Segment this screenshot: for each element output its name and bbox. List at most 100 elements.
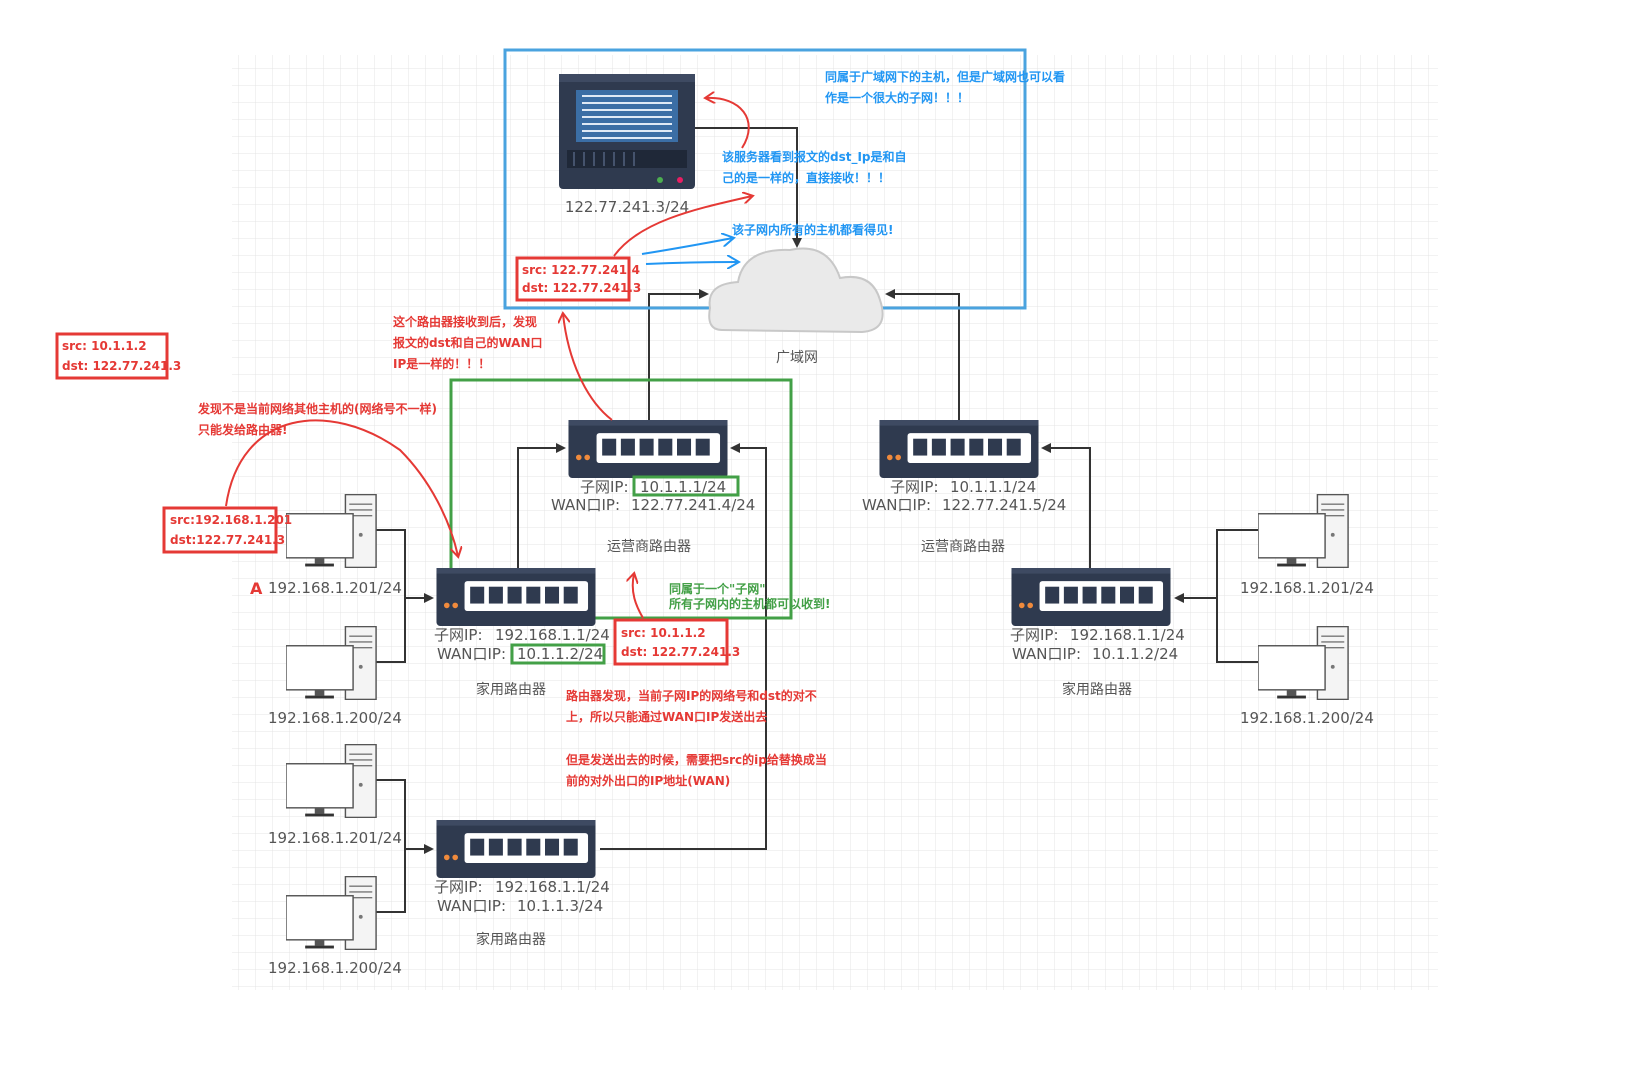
packet-floating-src: src: 10.1.1.2 [62, 339, 147, 353]
home-router-1: 子网IP: 192.168.1.1/24 WAN口IP: 10.1.1.2/24… [434, 568, 610, 698]
isp-left-subnet-highlight [632, 475, 740, 497]
home2-subnet-label: 子网IP: [434, 878, 483, 896]
home3-wan-label: WAN口IP: [1012, 645, 1081, 663]
server: 122.77.241.3/24 [559, 74, 695, 216]
home-router-2: 子网IP: 192.168.1.1/24 WAN口IP: 10.1.1.3/24… [434, 820, 610, 948]
isp-router-right: 子网IP: 10.1.1.1/24 WAN口IP: 122.77.241.5/2… [862, 420, 1066, 555]
link-home2-isp-left [600, 443, 767, 850]
blue-arrow-2 [645, 262, 738, 264]
packet-floating-dst: dst: 122.77.241.3 [62, 359, 181, 373]
host-1-ip: 192.168.1.201/24 [268, 579, 402, 597]
annotation-subnet-visible: 该子网内所有的主机都看得见! [732, 222, 893, 237]
host-5-ip: 192.168.1.201/24 [1240, 579, 1374, 597]
home3-wan-ip: 10.1.1.2/24 [1092, 645, 1178, 663]
isp-right-wan-ip: 122.77.241.5/24 [942, 496, 1066, 514]
packet-after-nat-src: src: 10.1.1.2 [621, 626, 706, 640]
wan-cloud-label: 广域网 [776, 350, 818, 366]
home3-subnet-label: 子网IP: [1010, 626, 1059, 644]
server-ip: 122.77.241.3/24 [565, 198, 689, 216]
isp-right-caption: 运营商路由器 [921, 539, 1005, 555]
red-arrow-host-to-router [225, 419, 458, 556]
red-arrow-nat-to-isp [633, 574, 644, 619]
isp-right-subnet-ip: 10.1.1.1/24 [950, 478, 1036, 496]
isp-router-left-icon [568, 420, 728, 478]
isp-left-wan-label: WAN口IP: [551, 496, 620, 514]
packet-after-nat: src: 10.1.1.2 dst: 122.77.241.3 [613, 618, 740, 666]
annotation-nat-3: 但是发送出去的时候，需要把src的ip给替换成当 [565, 752, 827, 767]
annotation-server-2: 己的是一样的，直接接收！！！ [722, 170, 890, 185]
home2-caption: 家用路由器 [476, 931, 546, 948]
home1-wan-label: WAN口IP: [437, 645, 506, 663]
annotation-nat-2: 上，所以只能通过WAN口IP发送出去 [566, 709, 767, 724]
annotation-wan-1: 同属于广域网下的主机，但是广域网也可以看 [825, 69, 1065, 84]
home1-caption: 家用路由器 [476, 681, 546, 698]
isp-subnet-box [449, 378, 793, 620]
red-arrow-wan-pkt-to-server [613, 196, 752, 257]
isp-right-subnet-label: 子网IP: [890, 478, 939, 496]
link-isp-left-cloud [648, 289, 709, 420]
blue-arrow-1 [641, 238, 733, 255]
packet-origin: src:192.168.1.201 dst:122.77.241.3 [162, 506, 292, 554]
isp-left-subnet-label: 子网IP: [580, 478, 629, 496]
link-hosts-home3 [1176, 529, 1258, 663]
annotation-router-1: 这个路由器接收到后，发现 [393, 314, 537, 329]
hosts: A 192.168.1.201/24 192.168.1.200/24 192.… [250, 494, 1374, 977]
packet-wan: src: 122.77.241.4 dst: 122.77.241.3 [515, 256, 641, 302]
home-router-2-icon [436, 820, 596, 878]
annotation-green-1: 同属于一个"子网" [669, 581, 766, 596]
link-hosts-home2 [376, 779, 432, 913]
red-arrow-server-receive [706, 98, 750, 149]
home2-subnet-ip: 192.168.1.1/24 [495, 878, 610, 896]
links [376, 127, 1258, 913]
home1-subnet-ip: 192.168.1.1/24 [495, 626, 610, 644]
link-home3-isp-right [1041, 443, 1091, 568]
link-home1-isp-left [517, 443, 566, 568]
home1-subnet-label: 子网IP: [434, 626, 483, 644]
packet-after-nat-dst: dst: 122.77.241.3 [621, 645, 740, 659]
annotation-green-2: 所有子网内的主机都可以收到! [669, 596, 830, 611]
host-6-ip: 192.168.1.200/24 [1240, 709, 1374, 727]
packet-origin-src: src:192.168.1.201 [170, 513, 292, 527]
home3-caption: 家用路由器 [1062, 681, 1132, 698]
host-2-ip: 192.168.1.200/24 [268, 709, 402, 727]
host-3-ip: 192.168.1.201/24 [268, 829, 402, 847]
home3-subnet-ip: 192.168.1.1/24 [1070, 626, 1185, 644]
annotation-router-2: 报文的dst和自己的WAN口 [393, 335, 543, 350]
isp-left-caption: 运营商路由器 [607, 539, 691, 555]
link-server-cloud [695, 127, 802, 248]
isp-router-right-icon [879, 420, 1039, 478]
annotation-router-3: IP是一样的！！！ [393, 356, 490, 371]
home-router-3: 子网IP: 192.168.1.1/24 WAN口IP: 10.1.1.2/24… [1010, 568, 1185, 698]
annotation-wan-2: 作是一个很大的子网！！！ [825, 90, 969, 105]
annotation-host-1: 发现不是当前网络其他主机的(网络号不一样) [197, 401, 437, 416]
home1-wan-highlight [510, 643, 606, 665]
link-hosts-home1 [376, 529, 432, 663]
isp-router-left: 子网IP: 10.1.1.1/24 WAN口IP: 122.77.241.4/2… [551, 420, 755, 555]
cloud-icon [708, 247, 884, 334]
packet-wan-dst: dst: 122.77.241.3 [522, 281, 641, 295]
annotation-nat-4: 前的对外出口的IP地址(WAN) [566, 773, 730, 788]
packet-floating: src: 10.1.1.2 dst: 122.77.241.3 [55, 332, 181, 380]
red-flow-arrows [225, 98, 752, 619]
marker-a: A [250, 579, 263, 598]
wan-cloud: 广域网 [708, 247, 884, 366]
grid-background [232, 55, 1438, 990]
annotation-nat-1: 路由器发现，当前子网IP的网络号和dst的对不 [566, 688, 817, 703]
packet-origin-dst: dst:122.77.241.3 [170, 533, 285, 547]
packet-wan-src: src: 122.77.241.4 [522, 263, 640, 277]
annotation-server-1: 该服务器看到报文的dst_Ip是和自 [722, 149, 907, 165]
host-4-ip: 192.168.1.200/24 [268, 959, 402, 977]
isp-left-subnet-ip: 10.1.1.1/24 [640, 478, 726, 496]
link-isp-right-cloud [885, 289, 960, 420]
annotation-host-2: 只能发给路由器! [198, 422, 287, 437]
home-router-1-icon [436, 568, 596, 626]
red-arrow-isp-to-wan [563, 314, 613, 421]
home2-wan-ip: 10.1.1.3/24 [517, 897, 603, 915]
isp-right-wan-label: WAN口IP: [862, 496, 931, 514]
isp-left-wan-ip: 122.77.241.4/24 [631, 496, 755, 514]
blue-arrows [641, 238, 738, 264]
home2-wan-label: WAN口IP: [437, 897, 506, 915]
annotations: 同属于广域网下的主机，但是广域网也可以看 作是一个很大的子网！！！ 该服务器看到… [197, 69, 1065, 788]
home-router-3-icon [1011, 568, 1171, 626]
